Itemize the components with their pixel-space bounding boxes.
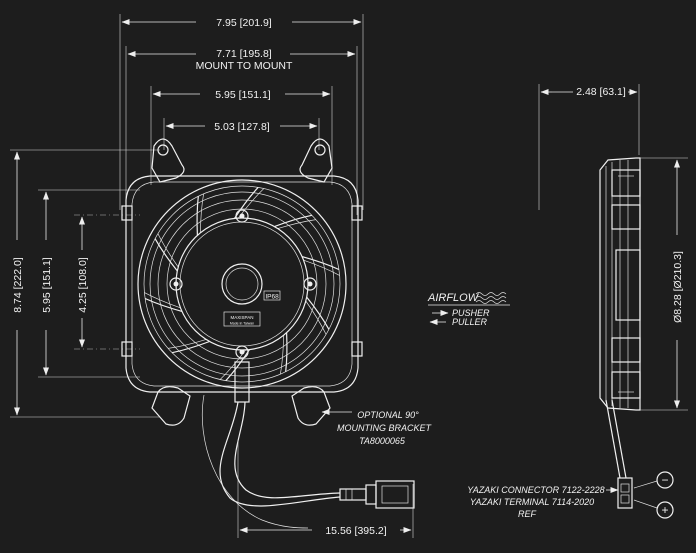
- mount-ear-bottom-right: [291, 386, 331, 426]
- side-bracket-lower: [611, 337, 641, 363]
- hole-spacing-wide-label: 5.95 [151.1]: [215, 89, 271, 101]
- minus-symbol: −: [661, 473, 668, 487]
- dim-height-inner: 4.25 [108.0]: [74, 214, 140, 350]
- plug-collar: [365, 484, 377, 505]
- mount-hole-top-left: [157, 144, 169, 156]
- hub-bolt-bottom: [235, 345, 249, 359]
- fan-strut: [196, 196, 199, 236]
- brand-plate: [223, 311, 261, 327]
- plus-circle: [656, 501, 674, 519]
- fan-strut: [171, 340, 210, 354]
- fan-front-view: IP68 MAXISPAN Made in Taiwan: [121, 138, 363, 426]
- fan-strut-edge: [277, 219, 316, 229]
- dim-lead-length: 15.56 [395.2]: [237, 440, 412, 538]
- dim-height-mid: 5.95 [151.1]: [38, 189, 140, 378]
- height-inner-label: 4.25 [108.0]: [77, 257, 89, 313]
- side-motor-bottom: [611, 371, 641, 399]
- side-depth-label: 2.48 [63.1]: [576, 86, 626, 98]
- bracket-note-line-2: MOUNTING BRACKET: [337, 423, 433, 433]
- side-motor-body: [615, 249, 641, 321]
- plug-terminal: [339, 488, 367, 501]
- mount-width-label: 7.71 [195.8]: [216, 48, 272, 60]
- brand-plate-sub: Made in Taiwan: [230, 322, 254, 326]
- fan-strut-edge: [157, 233, 179, 268]
- hole-spacing-narrow-label: 5.03 [127.8]: [214, 121, 270, 133]
- fan-strut-edge: [280, 335, 284, 375]
- overall-width-label: 7.95 [201.9]: [216, 17, 272, 29]
- lead-wire-1: [219, 401, 341, 507]
- airflow-puller: PULLER: [452, 317, 488, 327]
- wire-exit-housing: [234, 361, 250, 403]
- side-bracket-upper: [611, 204, 641, 230]
- ip-badge: [263, 290, 281, 301]
- plus-symbol: +: [661, 503, 668, 517]
- polarity-minus: −: [633, 471, 674, 489]
- overall-height-label: 8.74 [222.0]: [12, 257, 24, 313]
- side-tab-bottom-right: [351, 341, 363, 357]
- motor-hub: [175, 217, 309, 351]
- side-tab-top-right: [351, 205, 363, 221]
- hub-bolt-top: [235, 209, 249, 223]
- polarity-plus: +: [633, 499, 674, 519]
- fan-struts: [144, 186, 340, 382]
- side-connector: [617, 477, 633, 509]
- airflow-pusher: PUSHER: [452, 308, 490, 318]
- connector-note: YAZAKI CONNECTOR 7122-2228 YAZAKI TERMIN…: [467, 485, 619, 519]
- fan-strut-edge: [144, 292, 181, 309]
- ip-label: IP68: [265, 294, 279, 301]
- bracket-note: OPTIONAL 90° MOUNTING BRACKET TA8000065: [321, 409, 433, 446]
- fan-strut-edge: [168, 339, 207, 349]
- fan-strut: [154, 238, 178, 272]
- mount-ear-bottom-left: [151, 386, 191, 426]
- airflow-title: AIRFLOW: [427, 292, 480, 304]
- dim-overall-width: 7.95 [201.9]: [119, 14, 364, 210]
- fan-strut: [274, 214, 313, 228]
- side-shroud: [599, 157, 641, 411]
- hub-bolt-left: [169, 277, 183, 291]
- connector-note-line-3: REF: [518, 509, 537, 519]
- connector-note-line-2: YAZAKI TERMINAL 7114-2020: [470, 497, 594, 507]
- fan-side-view: [599, 157, 641, 509]
- fan-strut: [144, 297, 183, 312]
- dim-side-diameter: Ø8.28 [Ø210.3]: [640, 157, 688, 411]
- fan-strut: [301, 256, 340, 271]
- lead-length-label: 15.56 [395.2]: [325, 525, 386, 537]
- side-tab-top-left: [121, 205, 133, 221]
- fan-strut: [285, 332, 288, 372]
- connector-note-line-1: YAZAKI CONNECTOR 7122-2228: [467, 485, 604, 495]
- fan-strut-edge: [200, 193, 204, 233]
- plug-body: [375, 480, 415, 509]
- dim-side-depth: 2.48 [63.1]: [538, 84, 640, 210]
- hub-bolt-right: [303, 277, 317, 291]
- brand-plate-text: MAXISPAN: [231, 315, 254, 320]
- fan-strut-edge: [303, 259, 340, 276]
- motor-shaft-cap: [221, 263, 263, 305]
- mount-hole-top-right: [314, 144, 326, 156]
- side-motor-top: [611, 169, 641, 197]
- dim-mount-width: 7.71 [195.8] MOUNT TO MOUNT: [125, 46, 358, 215]
- dim-overall-height: 8.74 [222.0]: [10, 149, 160, 418]
- airflow-legend: AIRFLOW PUSHER PULLER: [427, 292, 510, 327]
- fan-strut: [306, 296, 330, 330]
- fan-shroud: [125, 175, 359, 393]
- dim-hole-spacing-wide: 5.95 [151.1]: [150, 86, 333, 185]
- bracket-note-line-3: TA8000065: [359, 436, 406, 446]
- height-mid-label: 5.95 [151.1]: [41, 257, 53, 313]
- dim-hole-spacing-narrow: 5.03 [127.8]: [163, 118, 320, 150]
- fan-strut-edge: [305, 300, 327, 335]
- lead-wires: [201, 394, 415, 538]
- minus-circle: [656, 471, 674, 489]
- side-tab-bottom-left: [121, 341, 133, 357]
- side-diameter-label: Ø8.28 [Ø210.3]: [672, 251, 684, 323]
- mount-to-mount-label: MOUNT TO MOUNT: [196, 60, 293, 72]
- fan-ring-outer: [137, 179, 347, 389]
- side-lead-wire: [605, 399, 621, 479]
- bracket-note-line-1: OPTIONAL 90°: [357, 410, 419, 420]
